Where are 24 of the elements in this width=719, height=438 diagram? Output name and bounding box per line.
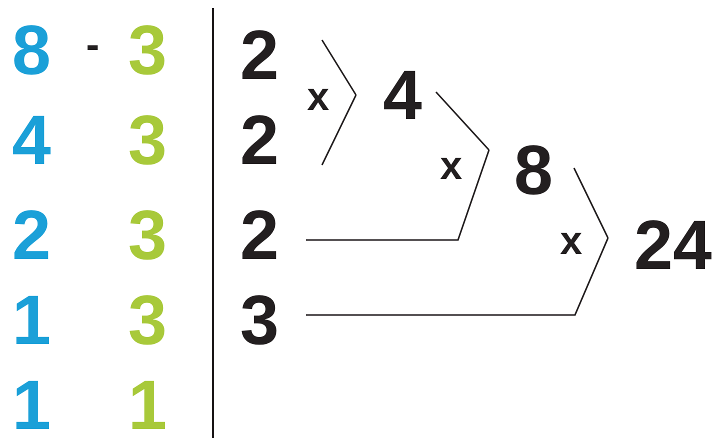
number: 8	[489, 140, 574, 200]
number: 1	[128, 374, 167, 436]
number: 3	[128, 110, 167, 170]
number: 4	[356, 65, 436, 125]
number: 2	[240, 205, 306, 265]
number: 3	[240, 290, 306, 350]
number: 3	[128, 290, 167, 350]
multiplication-sign: x	[440, 148, 462, 184]
bracket-line	[321, 40, 357, 96]
number: 2	[12, 204, 51, 266]
bracket-line	[306, 238, 609, 316]
number: 4	[12, 110, 51, 170]
bracket-line	[573, 168, 609, 238]
number: 8	[12, 20, 51, 80]
minus-sign: -	[86, 28, 100, 62]
bracket-line	[435, 91, 490, 151]
bracket-line	[306, 150, 490, 241]
number: 1	[12, 374, 51, 436]
bracket-line	[321, 94, 357, 166]
number: 3	[128, 20, 167, 80]
number: 3	[128, 204, 167, 266]
multiplication-sign: x	[560, 224, 582, 258]
number: 1	[12, 290, 51, 350]
number: 24	[608, 215, 719, 275]
